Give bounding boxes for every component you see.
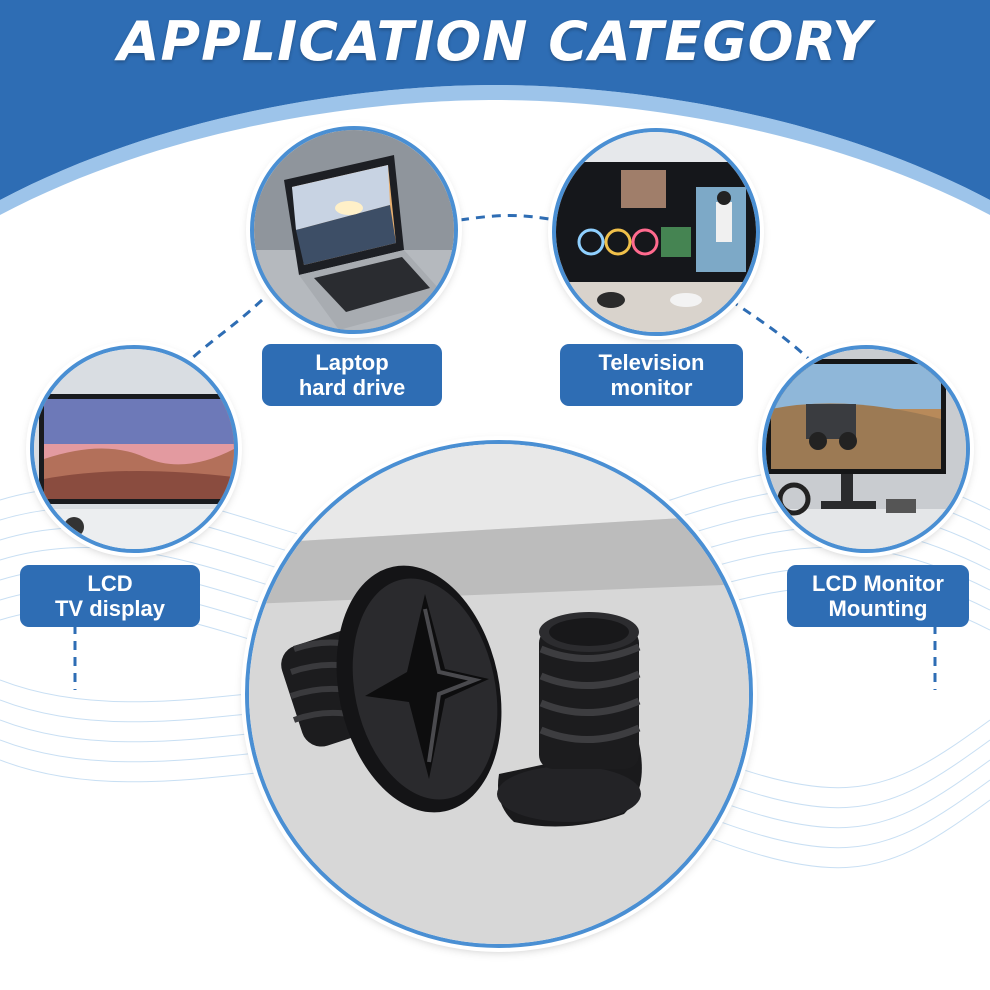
category-label-line1: Laptop — [315, 350, 389, 375]
category-label-line1: LCD — [87, 571, 133, 596]
category-label-lcd-tv: LCD TV display — [20, 565, 200, 627]
category-label-line2: monitor — [610, 375, 693, 400]
category-label-line1: LCD Monitor — [812, 571, 944, 596]
category-label-line2: hard drive — [298, 375, 406, 400]
header-banner — [0, 0, 990, 215]
category-label-line2: Mounting — [828, 596, 928, 621]
desk-monitor-image — [762, 345, 970, 553]
wall-tv-image — [30, 345, 238, 553]
category-label-lcd-monitor: LCD Monitor Mounting — [787, 565, 969, 627]
category-label-line2: TV display — [54, 596, 166, 621]
product-screws-image — [245, 440, 753, 948]
editing-monitor-image — [552, 128, 760, 336]
laptop-image — [250, 126, 458, 334]
right-screw — [497, 612, 642, 827]
category-label-line1: Television — [598, 350, 705, 375]
category-label-television: Television monitor — [560, 344, 743, 406]
page-title: APPLICATION CATEGORY — [117, 10, 873, 73]
left-screw — [281, 565, 502, 813]
category-label-laptop: Laptop hard drive — [262, 344, 442, 406]
